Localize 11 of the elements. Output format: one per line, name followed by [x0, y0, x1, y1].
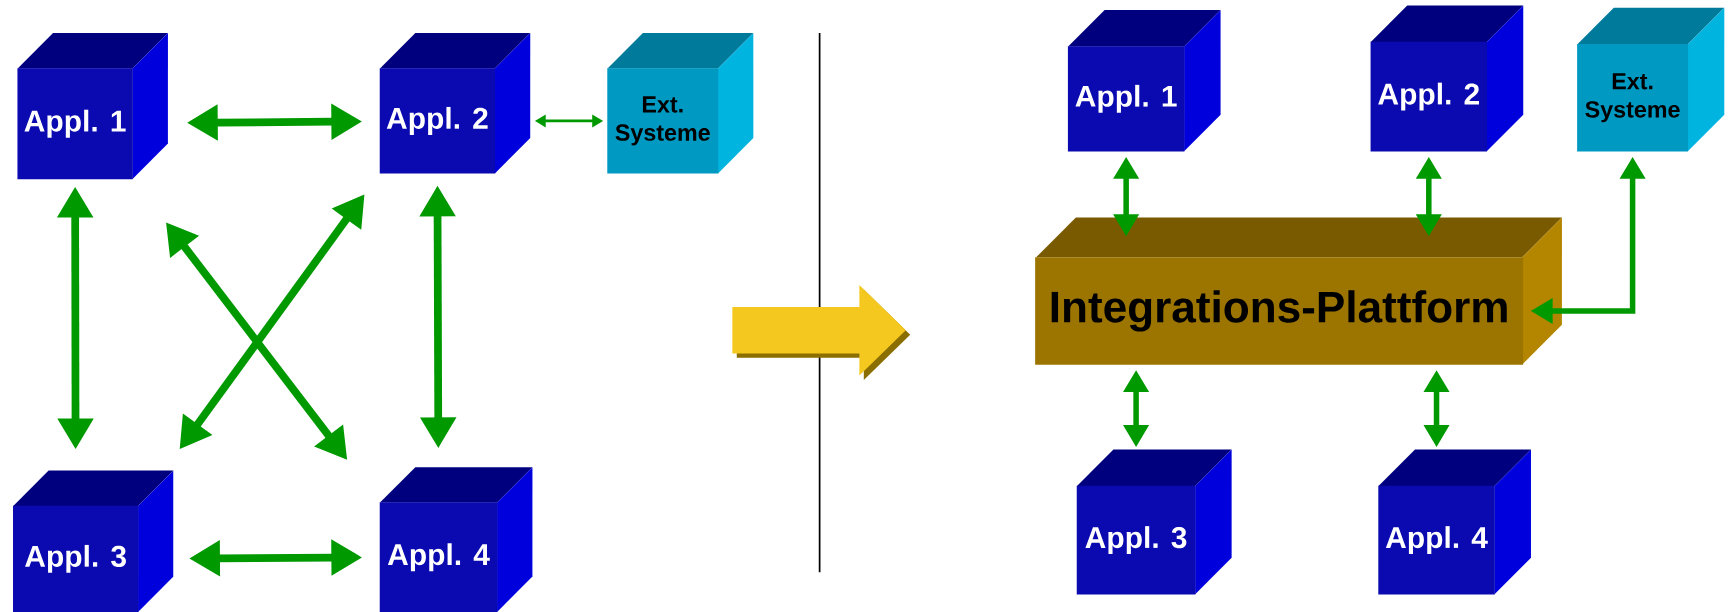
application-cube: Appl. 1	[17, 33, 168, 180]
application-cube: Appl. 2	[379, 33, 531, 174]
cube: Ext. Systeme	[607, 33, 754, 174]
application-cube: Appl. 4	[379, 467, 533, 612]
cube: Ext. Systeme	[1577, 7, 1725, 152]
application-cube: Appl. 1	[1067, 9, 1221, 152]
platform-block: Integrations-Plattform	[1035, 217, 1562, 365]
application-cube: Appl. 3	[13, 470, 174, 612]
application-cube: Appl. 3	[1076, 449, 1232, 595]
application-cube: Appl. 4	[1378, 449, 1531, 595]
application-cube: Appl. 2	[1370, 5, 1524, 152]
